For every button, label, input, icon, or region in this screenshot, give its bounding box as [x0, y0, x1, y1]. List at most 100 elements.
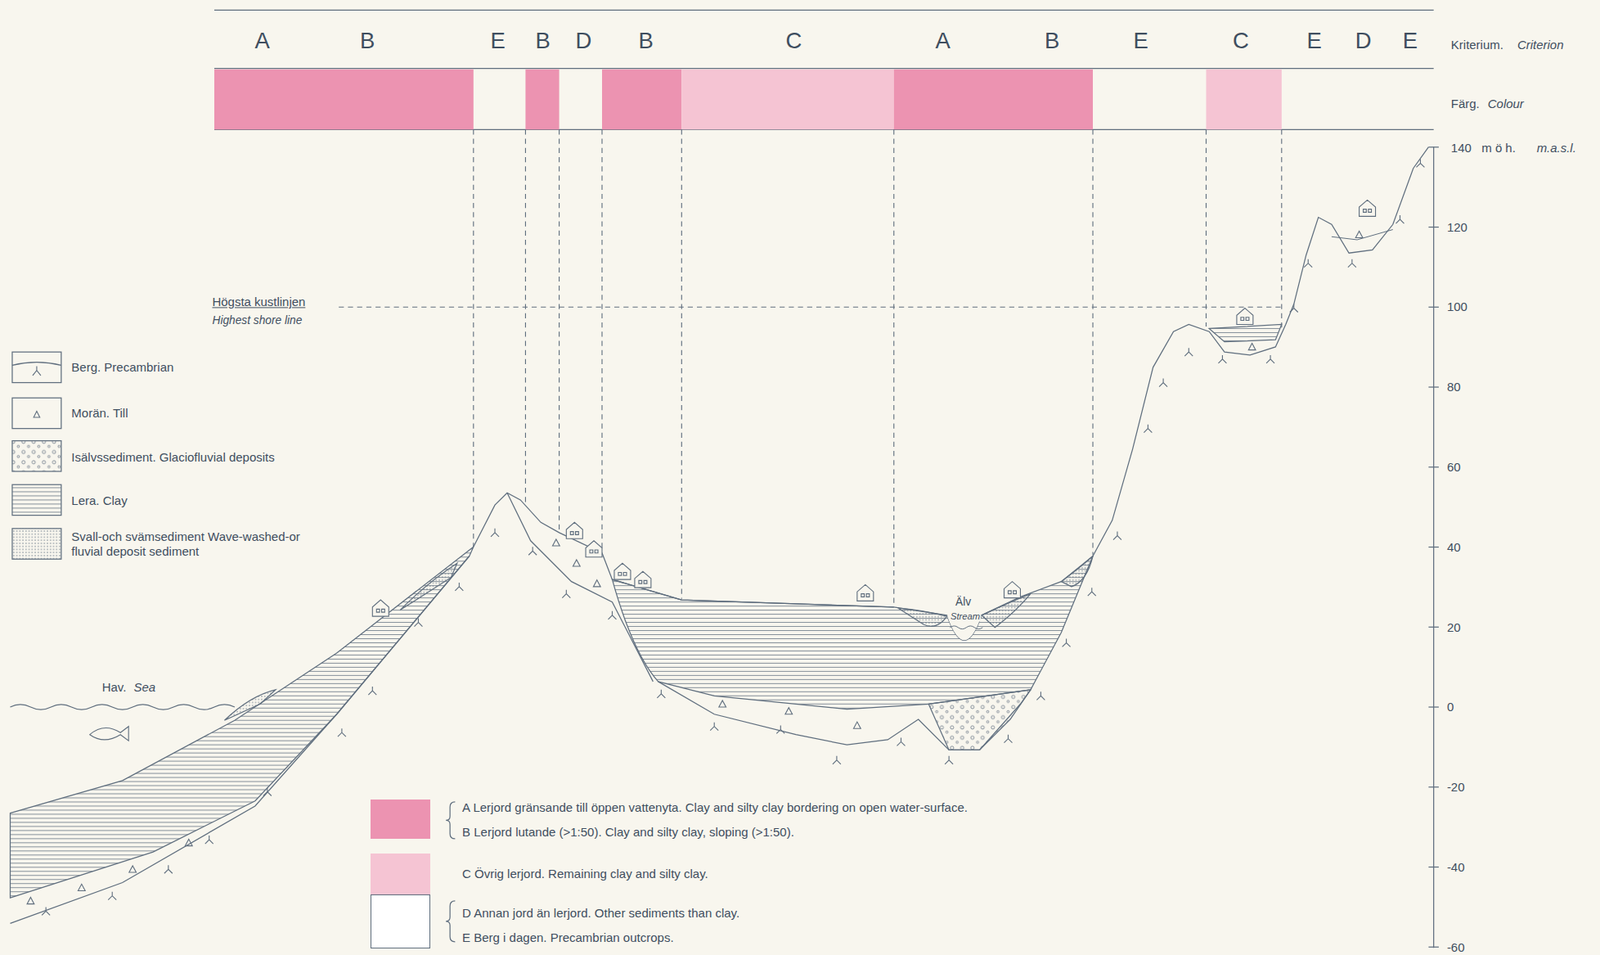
till-mark — [1355, 230, 1363, 238]
label: Criterion — [1517, 37, 1565, 52]
axis-tick — [1428, 146, 1439, 148]
legend-text: Svall-och svämsediment Wave-washed-or fl… — [71, 529, 317, 559]
bedrock-mark — [1415, 159, 1425, 168]
bedrock-mark — [337, 728, 347, 737]
house-icon — [1003, 581, 1021, 598]
label: Hav. — [102, 679, 127, 694]
till-mark — [719, 700, 727, 707]
bedrock-mark — [528, 546, 537, 555]
axis-tick — [1428, 466, 1439, 468]
bedrock-mark — [1396, 215, 1405, 224]
bedrock-mark — [1266, 355, 1275, 364]
bedrock-mark — [1113, 531, 1122, 540]
legend-text: Morän. Till — [71, 405, 128, 421]
criterion-letter: E — [1307, 27, 1322, 54]
criterion-letter: E — [1132, 27, 1148, 54]
bedrock-mark — [607, 611, 616, 620]
bedrock-mark — [205, 835, 214, 844]
axis-tick — [1428, 866, 1439, 868]
house-icon — [372, 599, 389, 616]
house-icon — [585, 540, 603, 558]
axis-value: 140 — [1451, 140, 1472, 155]
legend-text: E Berg i dagen. Precambrian outcrops. — [462, 930, 674, 945]
axis-value: -20 — [1447, 780, 1466, 795]
legend-swatch — [370, 921, 432, 948]
label: Sea — [133, 679, 156, 694]
legend-text: Lera. Clay — [71, 493, 127, 508]
axis-value: 40 — [1447, 539, 1461, 554]
legend-text: D Annan jord än lerjord. Other sediments… — [462, 905, 740, 921]
axis-tick — [1428, 306, 1439, 308]
legend-text: A Lerjord gränsande till öppen vattenyta… — [462, 800, 968, 815]
bedrock-mark — [1217, 355, 1227, 364]
criterion-letter: E — [1402, 27, 1418, 54]
bedrock-mark — [263, 787, 272, 796]
criterion-letter: B — [359, 27, 375, 54]
bedrock-mark — [454, 582, 463, 591]
criterion-letter: B — [638, 27, 653, 54]
till-mark — [572, 559, 580, 567]
house-icon — [614, 562, 631, 580]
axis-value: -40 — [1447, 859, 1466, 874]
bedrock-mark — [164, 864, 173, 873]
bedrock-mark — [561, 589, 571, 598]
bedrock-mark — [710, 722, 719, 731]
house-icon — [1236, 308, 1254, 325]
axis-tick — [1428, 626, 1439, 628]
axis-value: 80 — [1447, 380, 1461, 395]
bedrock-mark — [1003, 734, 1012, 743]
bedrock-mark — [1087, 587, 1097, 596]
axis-value: 20 — [1447, 620, 1461, 634]
bedrock-mark — [413, 618, 423, 627]
till-mark — [593, 579, 601, 587]
axis-tick — [1428, 546, 1439, 548]
criterion-letter: A — [934, 27, 950, 54]
legend-swatch — [370, 819, 432, 840]
legend-text: Berg. Precambrian — [71, 359, 174, 375]
label: Stream — [949, 611, 981, 622]
bedrock-mark — [776, 724, 785, 733]
axis-value: 100 — [1447, 300, 1468, 315]
criterion-letter: A — [254, 27, 270, 54]
legend-text: B Lerjord lutande (>1:50). Clay and silt… — [462, 824, 795, 840]
house-icon — [857, 584, 874, 601]
axis-value: 0 — [1447, 700, 1454, 715]
bedrock-mark — [41, 906, 50, 915]
axis-tick — [1428, 786, 1439, 787]
label: m ö h. — [1481, 140, 1516, 155]
label: Färg. — [1451, 97, 1480, 112]
criterion-letter: B — [534, 27, 550, 54]
bedrock-mark — [107, 891, 117, 900]
bedrock-mark — [897, 737, 906, 746]
legend-swatch — [370, 894, 432, 922]
criterion-letter: E — [490, 27, 506, 54]
bedrock-mark — [1303, 259, 1313, 268]
label: m.a.s.l. — [1537, 140, 1577, 155]
bedrock-mark — [490, 528, 499, 537]
axis-value: 120 — [1447, 220, 1468, 234]
criterion-letter: D — [1355, 27, 1372, 54]
legend-text: C Övrig lerjord. Remaining clay and silt… — [462, 866, 709, 881]
bedrock-mark — [1036, 691, 1045, 700]
bedrock-mark — [1062, 638, 1071, 647]
legend-swatch — [370, 853, 432, 895]
bedrock-mark — [1143, 424, 1152, 433]
house-icon — [1359, 199, 1376, 216]
till-mark — [184, 838, 193, 845]
axis-tick — [1428, 946, 1439, 948]
criterion-letter: B — [1044, 27, 1060, 54]
bedrock-mark — [944, 755, 953, 765]
till-mark — [853, 721, 861, 729]
label: Colour — [1487, 97, 1524, 112]
bedrock-mark — [1159, 378, 1168, 387]
axis-value: -60 — [1447, 939, 1466, 954]
till-mark — [552, 539, 560, 546]
legend-text: Isälvssediment. Glaciofluvial deposits — [71, 449, 275, 465]
house-icon — [634, 570, 652, 588]
axis-tick — [1428, 705, 1439, 707]
bedrock-mark — [368, 686, 377, 695]
criterion-letter: D — [575, 27, 593, 54]
till-mark — [1248, 343, 1256, 351]
label: Highest shore line — [211, 314, 302, 328]
